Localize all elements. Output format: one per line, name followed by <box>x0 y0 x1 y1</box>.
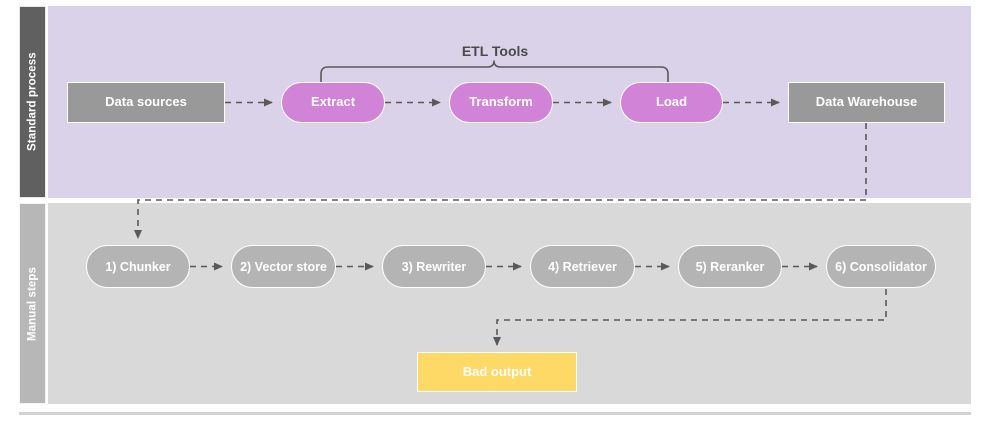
etl-tools-label: ETL Tools <box>461 43 529 59</box>
node-vector-store[interactable]: 2) Vector store <box>231 245 336 288</box>
node-retriever[interactable]: 4) Retriever <box>530 245 635 288</box>
node-data-sources[interactable]: Data sources <box>67 82 225 123</box>
node-extract[interactable]: Extract <box>281 82 385 123</box>
swimlane-label-standard-process: Standard process <box>19 6 46 198</box>
node-rewriter[interactable]: 3) Rewriter <box>382 245 486 288</box>
node-transform[interactable]: Transform <box>449 82 553 123</box>
bottom-divider-rule <box>19 412 971 415</box>
swimlane-label-manual-steps: Manual steps <box>19 203 46 404</box>
node-data-warehouse[interactable]: Data Warehouse <box>788 82 945 123</box>
node-bad-output[interactable]: Bad output <box>417 352 577 392</box>
node-chunker[interactable]: 1) Chunker <box>86 245 190 288</box>
node-reranker[interactable]: 5) Reranker <box>678 245 782 288</box>
node-load[interactable]: Load <box>620 82 723 123</box>
node-consolidator[interactable]: 6) Consolidator <box>826 245 936 288</box>
